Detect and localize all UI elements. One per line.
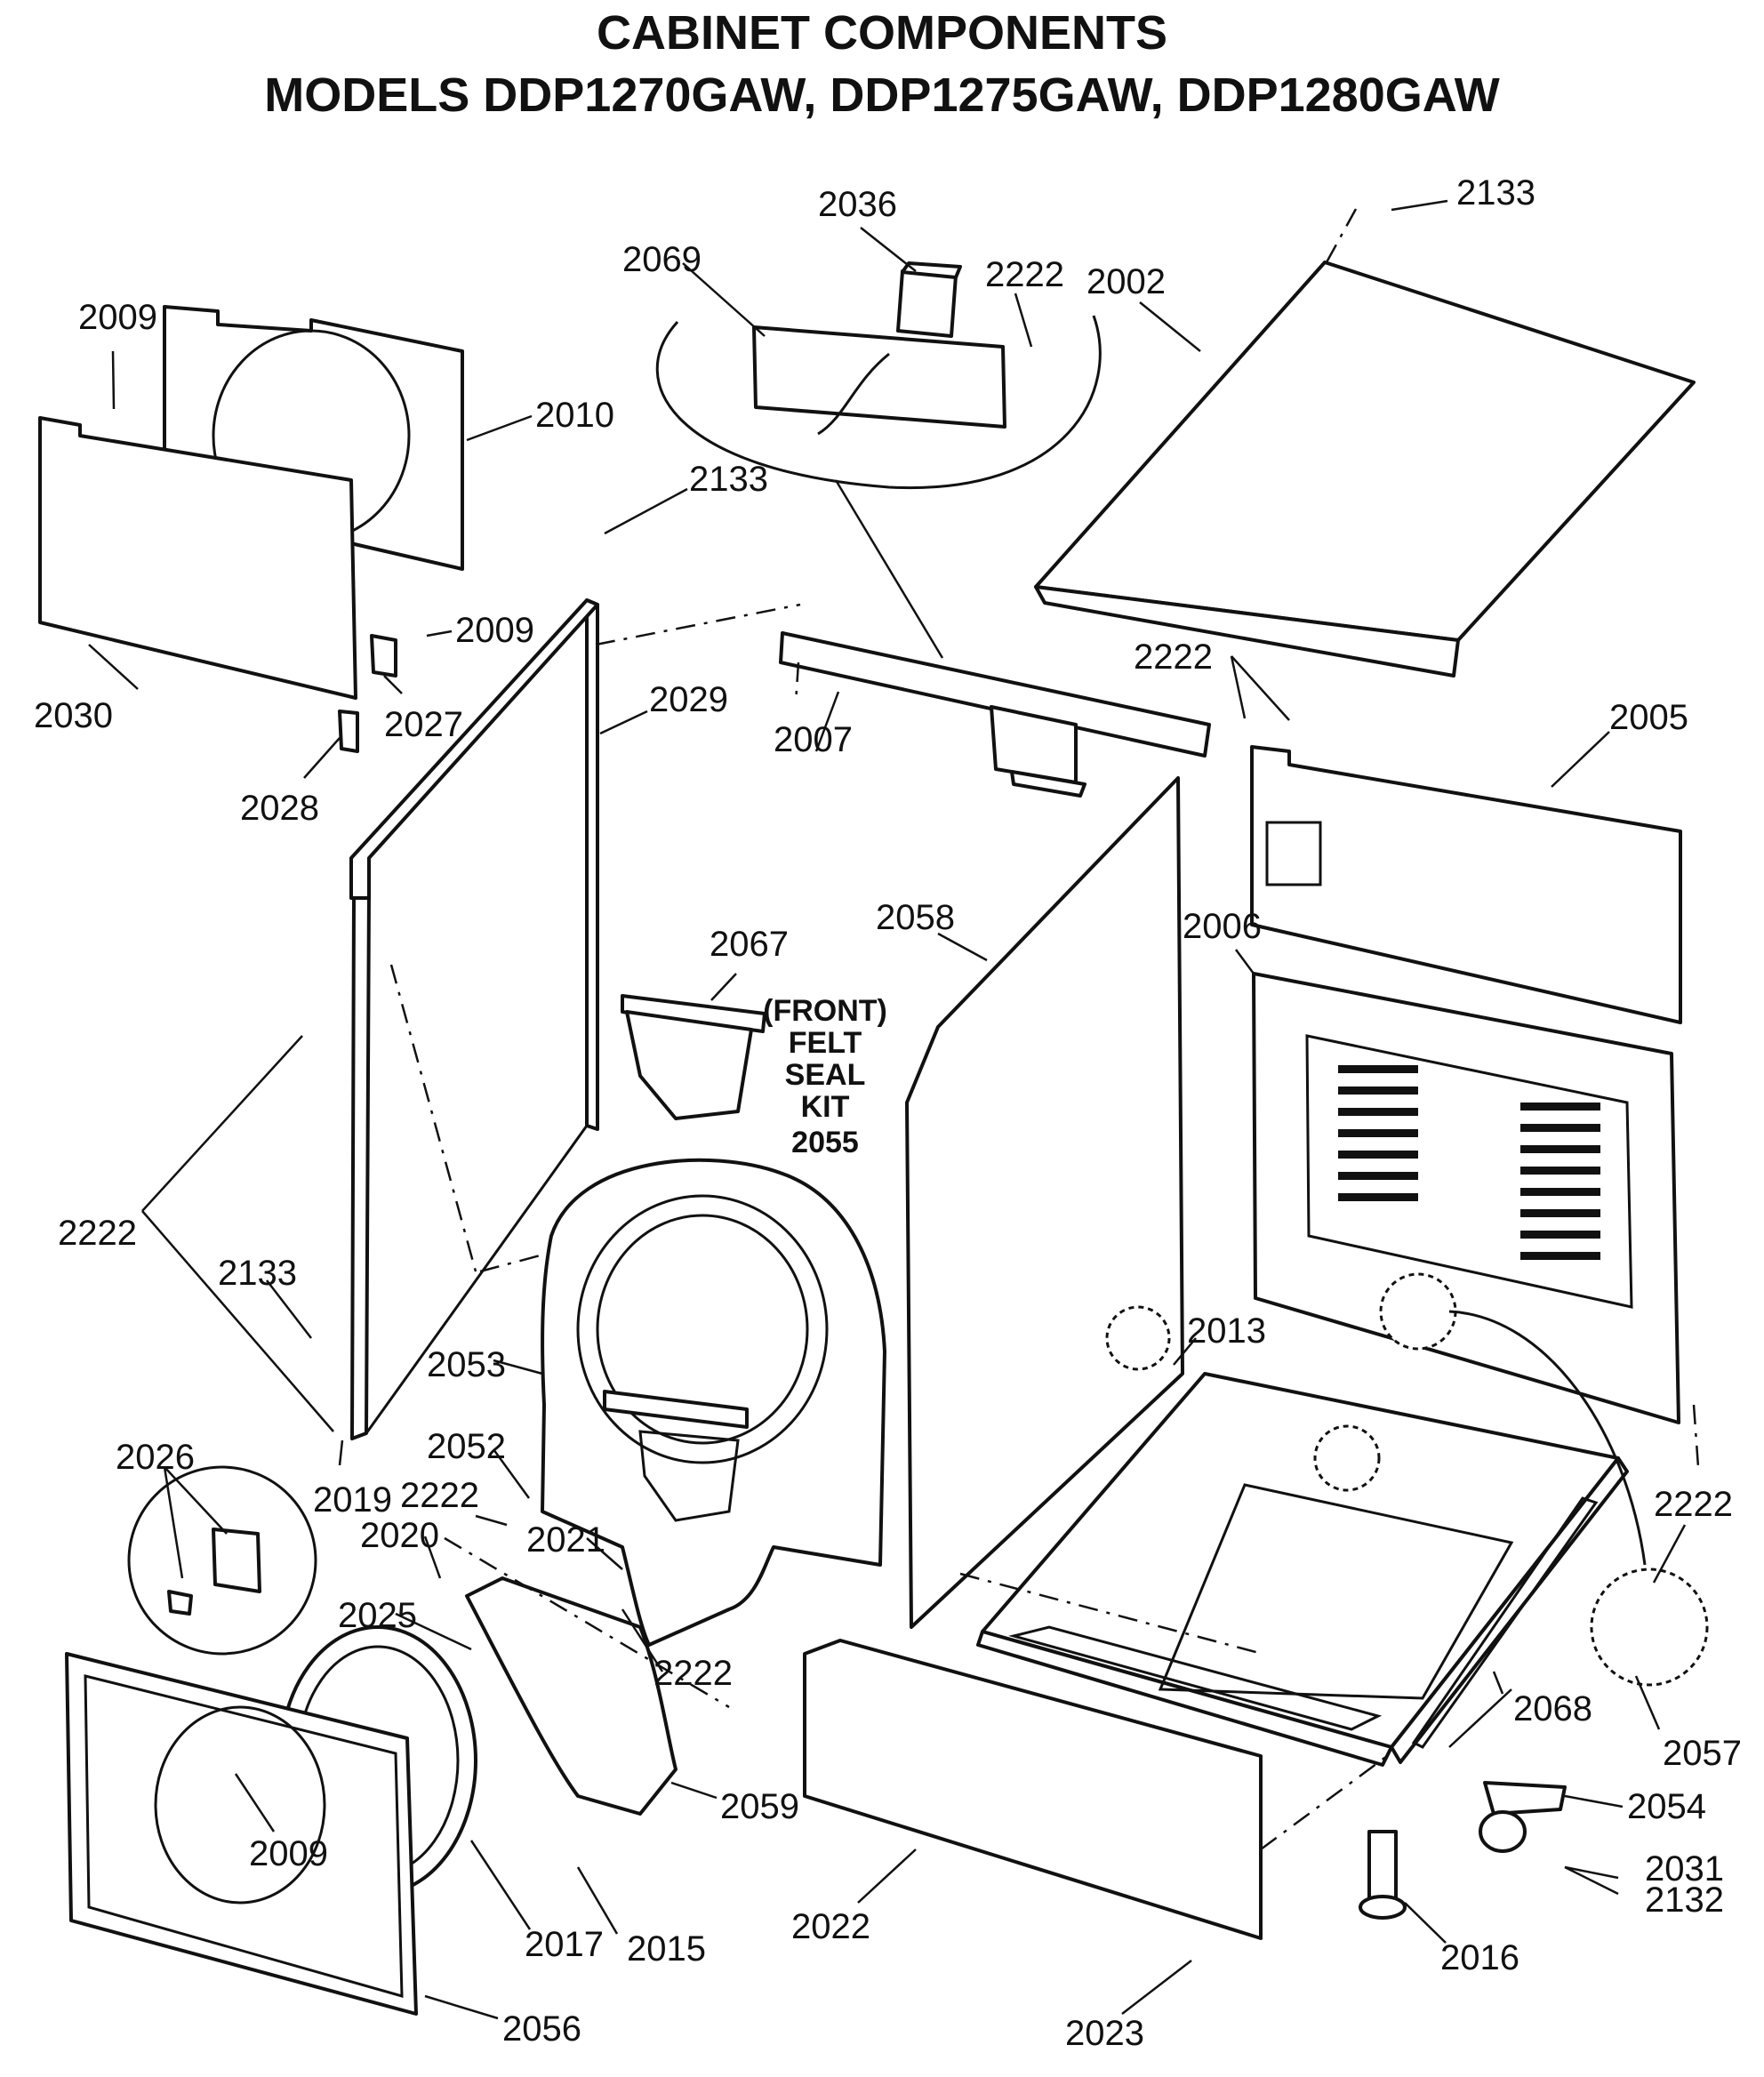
label-2222-topbox: 2222 (985, 255, 1064, 294)
label-2027: 2027 (384, 705, 463, 744)
front-panel (65, 1652, 418, 2016)
upper-rear-panel (1250, 745, 1682, 1024)
label-2013: 2013 (1187, 1311, 1266, 1351)
felt-seal-note-line3: SEAL (785, 1058, 866, 1092)
label-2058: 2058 (876, 898, 955, 937)
label-2006: 2006 (1183, 907, 1262, 946)
diagram-title-line2: MODELS DDP1270GAW, DDP1275GAW, DDP1280GA… (264, 68, 1499, 122)
right-side-panel (905, 776, 1184, 1629)
label-2222-left: 2222 (58, 1214, 137, 1253)
label-2056: 2056 (502, 2009, 581, 2049)
duct-panel (465, 1576, 678, 1816)
toe-panel (803, 1639, 1263, 1940)
rear-caster (1479, 1781, 1567, 1853)
front-bulkhead (541, 1158, 886, 1647)
label-2030: 2030 (34, 696, 113, 735)
label-2028: 2028 (240, 789, 319, 828)
felt-seal-note-line1: (FRONT) (763, 994, 887, 1028)
label-2025: 2025 (338, 1596, 417, 1635)
label-2057: 2057 (1663, 1734, 1742, 1773)
vent-slots-left (1338, 1065, 1418, 1201)
label-2029: 2029 (649, 680, 728, 719)
label-2015: 2015 (627, 1929, 706, 1969)
inset-control-bracket (655, 261, 1102, 659)
label-2068: 2068 (1513, 1689, 1592, 1728)
felt-seal-note-line5: 2055 (791, 1126, 859, 1159)
label-2133-low: 2133 (218, 1254, 297, 1293)
label-2009-top: 2009 (78, 298, 157, 337)
label-2023: 2023 (1065, 2014, 1144, 2053)
exhaust-hose (1448, 1310, 1709, 1687)
leveling-leg (1359, 1830, 1407, 1920)
label-2222-right: 2222 (1654, 1485, 1733, 1524)
label-2036: 2036 (818, 185, 897, 224)
door-panels-top-left (38, 305, 464, 753)
label-2022: 2022 (791, 1907, 870, 1946)
label-2009-low: 2009 (249, 1834, 328, 1873)
control-bracket (779, 631, 1211, 798)
inset-door-strike (127, 1465, 317, 1656)
felt-seal-note-line4: KIT (801, 1090, 850, 1124)
lint-filter (621, 994, 766, 1120)
label-2067: 2067 (710, 925, 789, 964)
top-panel (1034, 261, 1696, 678)
label-2069: 2069 (622, 240, 702, 279)
label-2133-top: 2133 (1456, 173, 1535, 213)
part-labels: 2036 2069 2222 2002 2133 2009 2010 2133 … (34, 173, 1742, 2053)
label-2021: 2021 (526, 1520, 605, 1560)
base-pan (976, 1372, 1629, 1767)
left-side-frame (349, 598, 599, 1440)
label-2016: 2016 (1440, 1938, 1519, 1977)
label-2222-top2: 2222 (1134, 638, 1213, 677)
felt-seal-note-line2: FELT (789, 1026, 862, 1060)
label-2017: 2017 (525, 1925, 604, 1964)
leader-lines (88, 199, 1687, 2020)
label-2020: 2020 (360, 1516, 439, 1555)
label-2031: 2031 (1645, 1849, 1724, 1889)
label-2053: 2053 (427, 1345, 506, 1384)
label-2009-mid: 2009 (455, 611, 534, 650)
label-2133-mid: 2133 (689, 460, 768, 499)
label-2059: 2059 (720, 1787, 799, 1826)
label-2222-low: 2222 (653, 1654, 733, 1693)
assembly-centerlines (389, 208, 1700, 1851)
label-2052: 2052 (427, 1427, 506, 1466)
label-2054: 2054 (1627, 1787, 1706, 1826)
label-2002: 2002 (1086, 262, 1166, 301)
diagram-title-line1: CABINET COMPONENTS (597, 6, 1167, 60)
vent-slots-right (1520, 1103, 1600, 1260)
label-2026: 2026 (116, 1438, 195, 1477)
label-2222-mid: 2222 (400, 1476, 479, 1515)
label-2019: 2019 (313, 1480, 392, 1520)
label-2007: 2007 (774, 720, 853, 759)
lower-rear-panel (1252, 972, 1680, 1424)
label-2132: 2132 (1645, 1881, 1724, 1920)
label-2010: 2010 (535, 396, 614, 435)
label-2005: 2005 (1609, 698, 1688, 737)
